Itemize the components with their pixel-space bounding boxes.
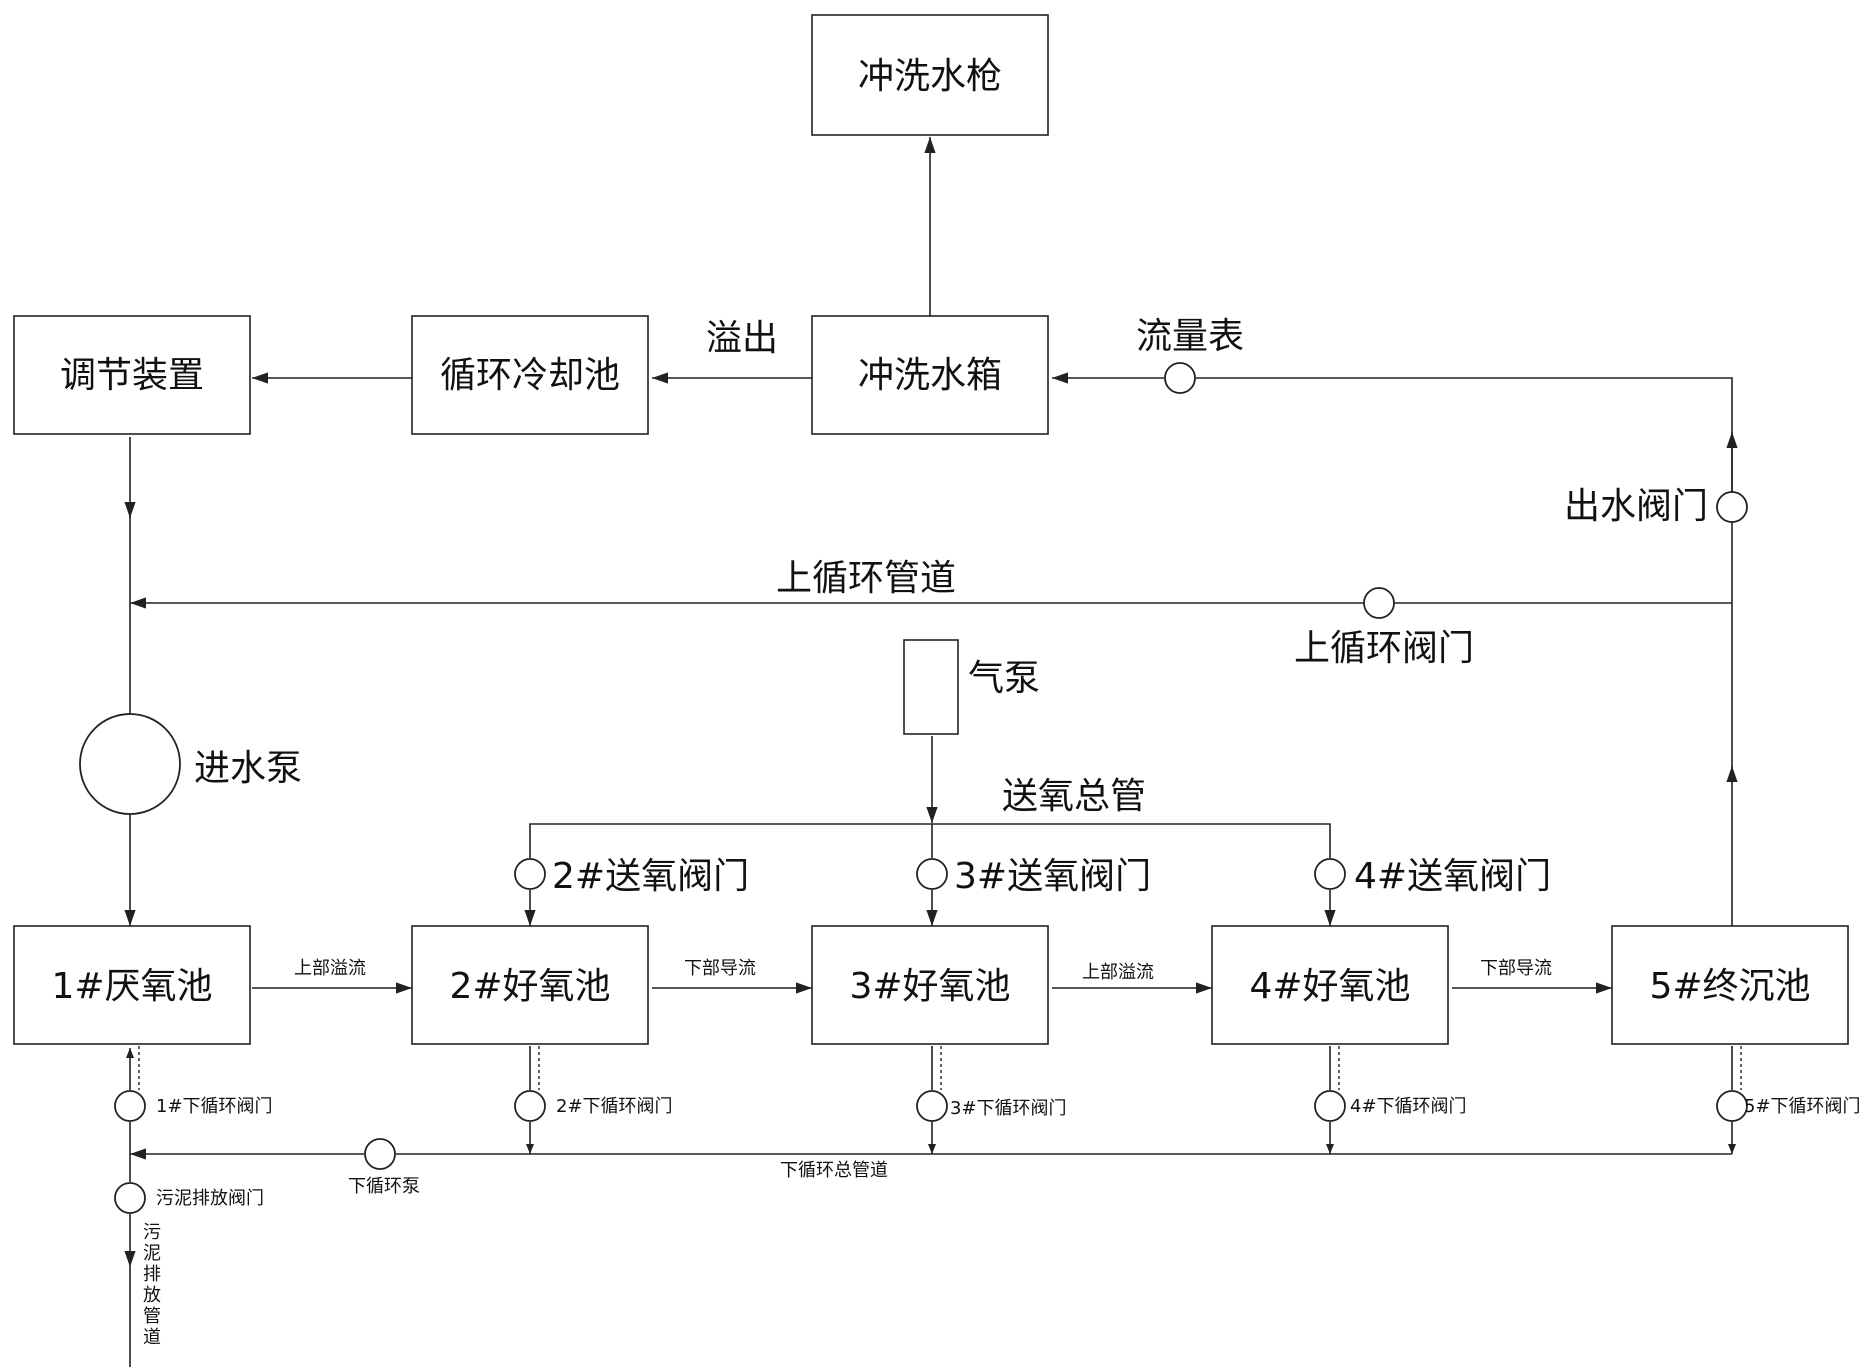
oxygen-main-pipe [529, 823, 1331, 858]
o2-valve-3-icon[interactable] [916, 858, 948, 890]
outlet-valve-label: 出水阀门 [1564, 486, 1708, 527]
oxygen-main-label: 送氧总管 [1002, 776, 1146, 817]
tank1-label: 1#厌氧池 [51, 966, 212, 1007]
lower-valve-3-icon[interactable] [916, 1090, 948, 1122]
tank2-box: 2#好氧池 [411, 925, 649, 1045]
intake-pump-label: 进水泵 [194, 748, 302, 789]
outlet-valve-icon[interactable] [1716, 491, 1748, 523]
lower-valve-5-icon[interactable] [1716, 1090, 1748, 1122]
flush-gun-label: 冲洗水枪 [858, 56, 1002, 97]
lower-circulation-pump-icon[interactable] [364, 1138, 396, 1170]
flow-2-3-label: 下部导流 [684, 958, 756, 979]
flowmeter-label: 流量表 [1136, 316, 1244, 357]
flush-tank-label: 冲洗水箱 [858, 355, 1002, 396]
sludge-pipe-char: 道 [143, 1327, 161, 1348]
tank5-box: 5#终沉池 [1611, 925, 1849, 1045]
upper-pipe-label: 上循环管道 [776, 558, 956, 599]
lower-valve-2-icon[interactable] [514, 1090, 546, 1122]
sludge-pipe-char: 泥 [143, 1243, 161, 1264]
flow-1-2-label: 上部溢流 [294, 958, 366, 979]
o2-valve-2-icon[interactable] [514, 858, 546, 890]
flush-gun-box: 冲洗水枪 [811, 14, 1049, 136]
tank1-box: 1#厌氧池 [13, 925, 251, 1045]
flow-3-4-label: 上部溢流 [1082, 962, 1154, 983]
labels: 溢出 流量表 出水阀门 上循环管道 上循环阀门 气泵 进水泵 送氧总管 2#送氧… [143, 316, 1861, 1348]
lower-valve-4-label: 4#下循环阀门 [1350, 1096, 1467, 1117]
regulator-box: 调节装置 [13, 315, 251, 435]
air-pump-label: 气泵 [968, 658, 1040, 699]
cooling-pool-box: 循环冷却池 [411, 315, 649, 435]
sludge-pipe-char: 放 [143, 1285, 161, 1306]
lower-valve-2-label: 2#下循环阀门 [556, 1096, 673, 1117]
lower-valve-5-label: 5#下循环阀门 [1744, 1096, 1861, 1117]
overflow-label: 溢出 [706, 318, 778, 359]
upper-circulation-valve-icon[interactable] [1363, 587, 1395, 619]
air-pump-box [903, 639, 959, 735]
sludge-pipe-char: 污 [143, 1222, 161, 1243]
pipes [124, 137, 1742, 1367]
o2-valve-3-label: 3#送氧阀门 [954, 856, 1151, 897]
sludge-valve-label: 污泥排放阀门 [156, 1188, 264, 1209]
tank3-box: 3#好氧池 [811, 925, 1049, 1045]
sludge-pipe-char: 排 [143, 1264, 161, 1285]
tank5-label: 5#终沉池 [1649, 966, 1810, 1007]
tank4-box: 4#好氧池 [1211, 925, 1449, 1045]
flowmeter-icon[interactable] [1164, 362, 1196, 394]
tank2-label: 2#好氧池 [449, 966, 610, 1007]
flow-4-5-label: 下部导流 [1480, 958, 1552, 979]
cooling-pool-label: 循环冷却池 [440, 355, 620, 396]
flush-tank-box: 冲洗水箱 [811, 315, 1049, 435]
tank4-label: 4#好氧池 [1249, 966, 1410, 1007]
lower-valve-1-label: 1#下循环阀门 [156, 1096, 273, 1117]
regulator-label: 调节装置 [60, 355, 204, 396]
lower-valve-3-label: 3#下循环阀门 [950, 1098, 1067, 1119]
upper-valve-label: 上循环阀门 [1294, 628, 1474, 669]
sludge-pipe-label: 污泥排放管道 [143, 1222, 161, 1348]
lower-valve-1-icon[interactable] [114, 1090, 146, 1122]
o2-valve-2-label: 2#送氧阀门 [552, 856, 749, 897]
sludge-valve-icon[interactable] [114, 1182, 146, 1214]
tank3-label: 3#好氧池 [849, 966, 1010, 1007]
o2-valve-4-icon[interactable] [1314, 858, 1346, 890]
o2-valve-4-label: 4#送氧阀门 [1354, 856, 1551, 897]
lower-pump-label: 下循环泵 [348, 1176, 420, 1197]
sludge-pipe-char: 管 [143, 1306, 161, 1327]
lower-main-label: 下循环总管道 [780, 1160, 888, 1181]
intake-pump-icon[interactable] [79, 713, 181, 815]
pipe-return-to-flowmeter [1196, 377, 1733, 492]
lower-valve-4-icon[interactable] [1314, 1090, 1346, 1122]
